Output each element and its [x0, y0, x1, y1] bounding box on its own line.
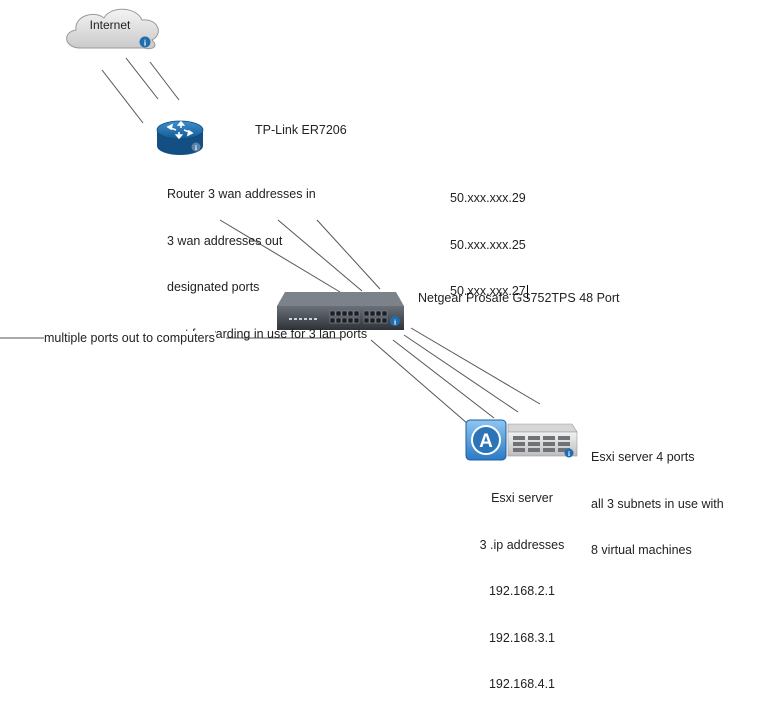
- esxi-ip-line: Esxi server: [491, 491, 553, 505]
- server-rack-icon: [507, 423, 578, 457]
- router-switch-line-3: [316, 219, 381, 290]
- svg-text:i: i: [394, 318, 396, 327]
- wan-ip: 50.xxx.xxx.27: [450, 284, 526, 298]
- switch-esxi-line-4: [410, 327, 541, 405]
- info-icon[interactable]: i: [139, 36, 151, 48]
- wan-ip: 50.xxx.xxx.29: [450, 191, 526, 205]
- switch-esxi-line-3: [403, 334, 519, 413]
- esxi-ip-line: 192.168.3.1: [488, 630, 556, 645]
- switch-title: Netgear Prosafe GS752TPS 48 Port: [418, 291, 620, 305]
- svg-text:i: i: [195, 144, 197, 152]
- cloud-icon: [66, 8, 159, 50]
- wan-ip-row: 50.xxx.xxx.27: [450, 284, 528, 300]
- switch-info-icon[interactable]: i: [390, 316, 400, 327]
- svg-text:A: A: [479, 431, 493, 452]
- switch-esxi-line-1: [370, 339, 469, 425]
- esxi-ports-description: Esxi server 4 ports all 3 subnets in use…: [591, 419, 724, 574]
- server-info-icon[interactable]: i: [564, 448, 574, 459]
- ports-label: multiple ports out to computers: [44, 331, 215, 347]
- router-desc-line: designated ports: [167, 280, 260, 294]
- connection-lines: [0, 57, 541, 425]
- switch-esxi-line-2: [392, 339, 495, 419]
- switch-icon: [277, 292, 404, 330]
- router-switch-line-2: [277, 219, 363, 292]
- svg-text:i: i: [568, 450, 570, 458]
- esxi-desc-line: 8 virtual machines: [591, 543, 692, 557]
- esxi-ip-description: Esxi server 3 .ip addresses 192.168.2.1 …: [467, 460, 577, 708]
- esxi-ip-line: 192.168.4.1: [488, 677, 556, 691]
- internet-router-line-3: [149, 61, 180, 101]
- internet-label: Internet: [89, 18, 131, 32]
- router-desc-line: Router 3 wan addresses in: [167, 187, 316, 201]
- text-cursor: [526, 284, 528, 299]
- vmware-app-icon: A: [465, 419, 507, 461]
- router-switch-line-1: [219, 219, 341, 293]
- svg-text:i: i: [144, 39, 147, 48]
- esxi-desc-line: Esxi server 4 ports: [591, 450, 695, 464]
- router-info-icon[interactable]: i: [191, 142, 201, 153]
- esxi-ip-line: 192.168.2.1: [488, 584, 556, 598]
- router-desc-line: 3 wan addresses out: [167, 233, 283, 248]
- network-diagram: i i: [0, 8, 578, 461]
- router-description: Router 3 wan addresses in 3 wan addresse…: [167, 156, 367, 358]
- router-icon: [156, 120, 204, 155]
- esxi-desc-line: all 3 subnets in use with: [591, 496, 724, 511]
- internet-router-line-1: [101, 69, 144, 124]
- wan-ip-list: 50.xxx.xxx.29 50.xxx.xxx.25 50.xxx.xxx.2…: [450, 160, 528, 315]
- esxi-ip-line: 3 .ip addresses: [479, 537, 565, 552]
- wan-ip: 50.xxx.xxx.25: [450, 237, 526, 252]
- router-title: TP-Link ER7206: [255, 123, 347, 137]
- internet-router-line-2: [125, 57, 159, 100]
